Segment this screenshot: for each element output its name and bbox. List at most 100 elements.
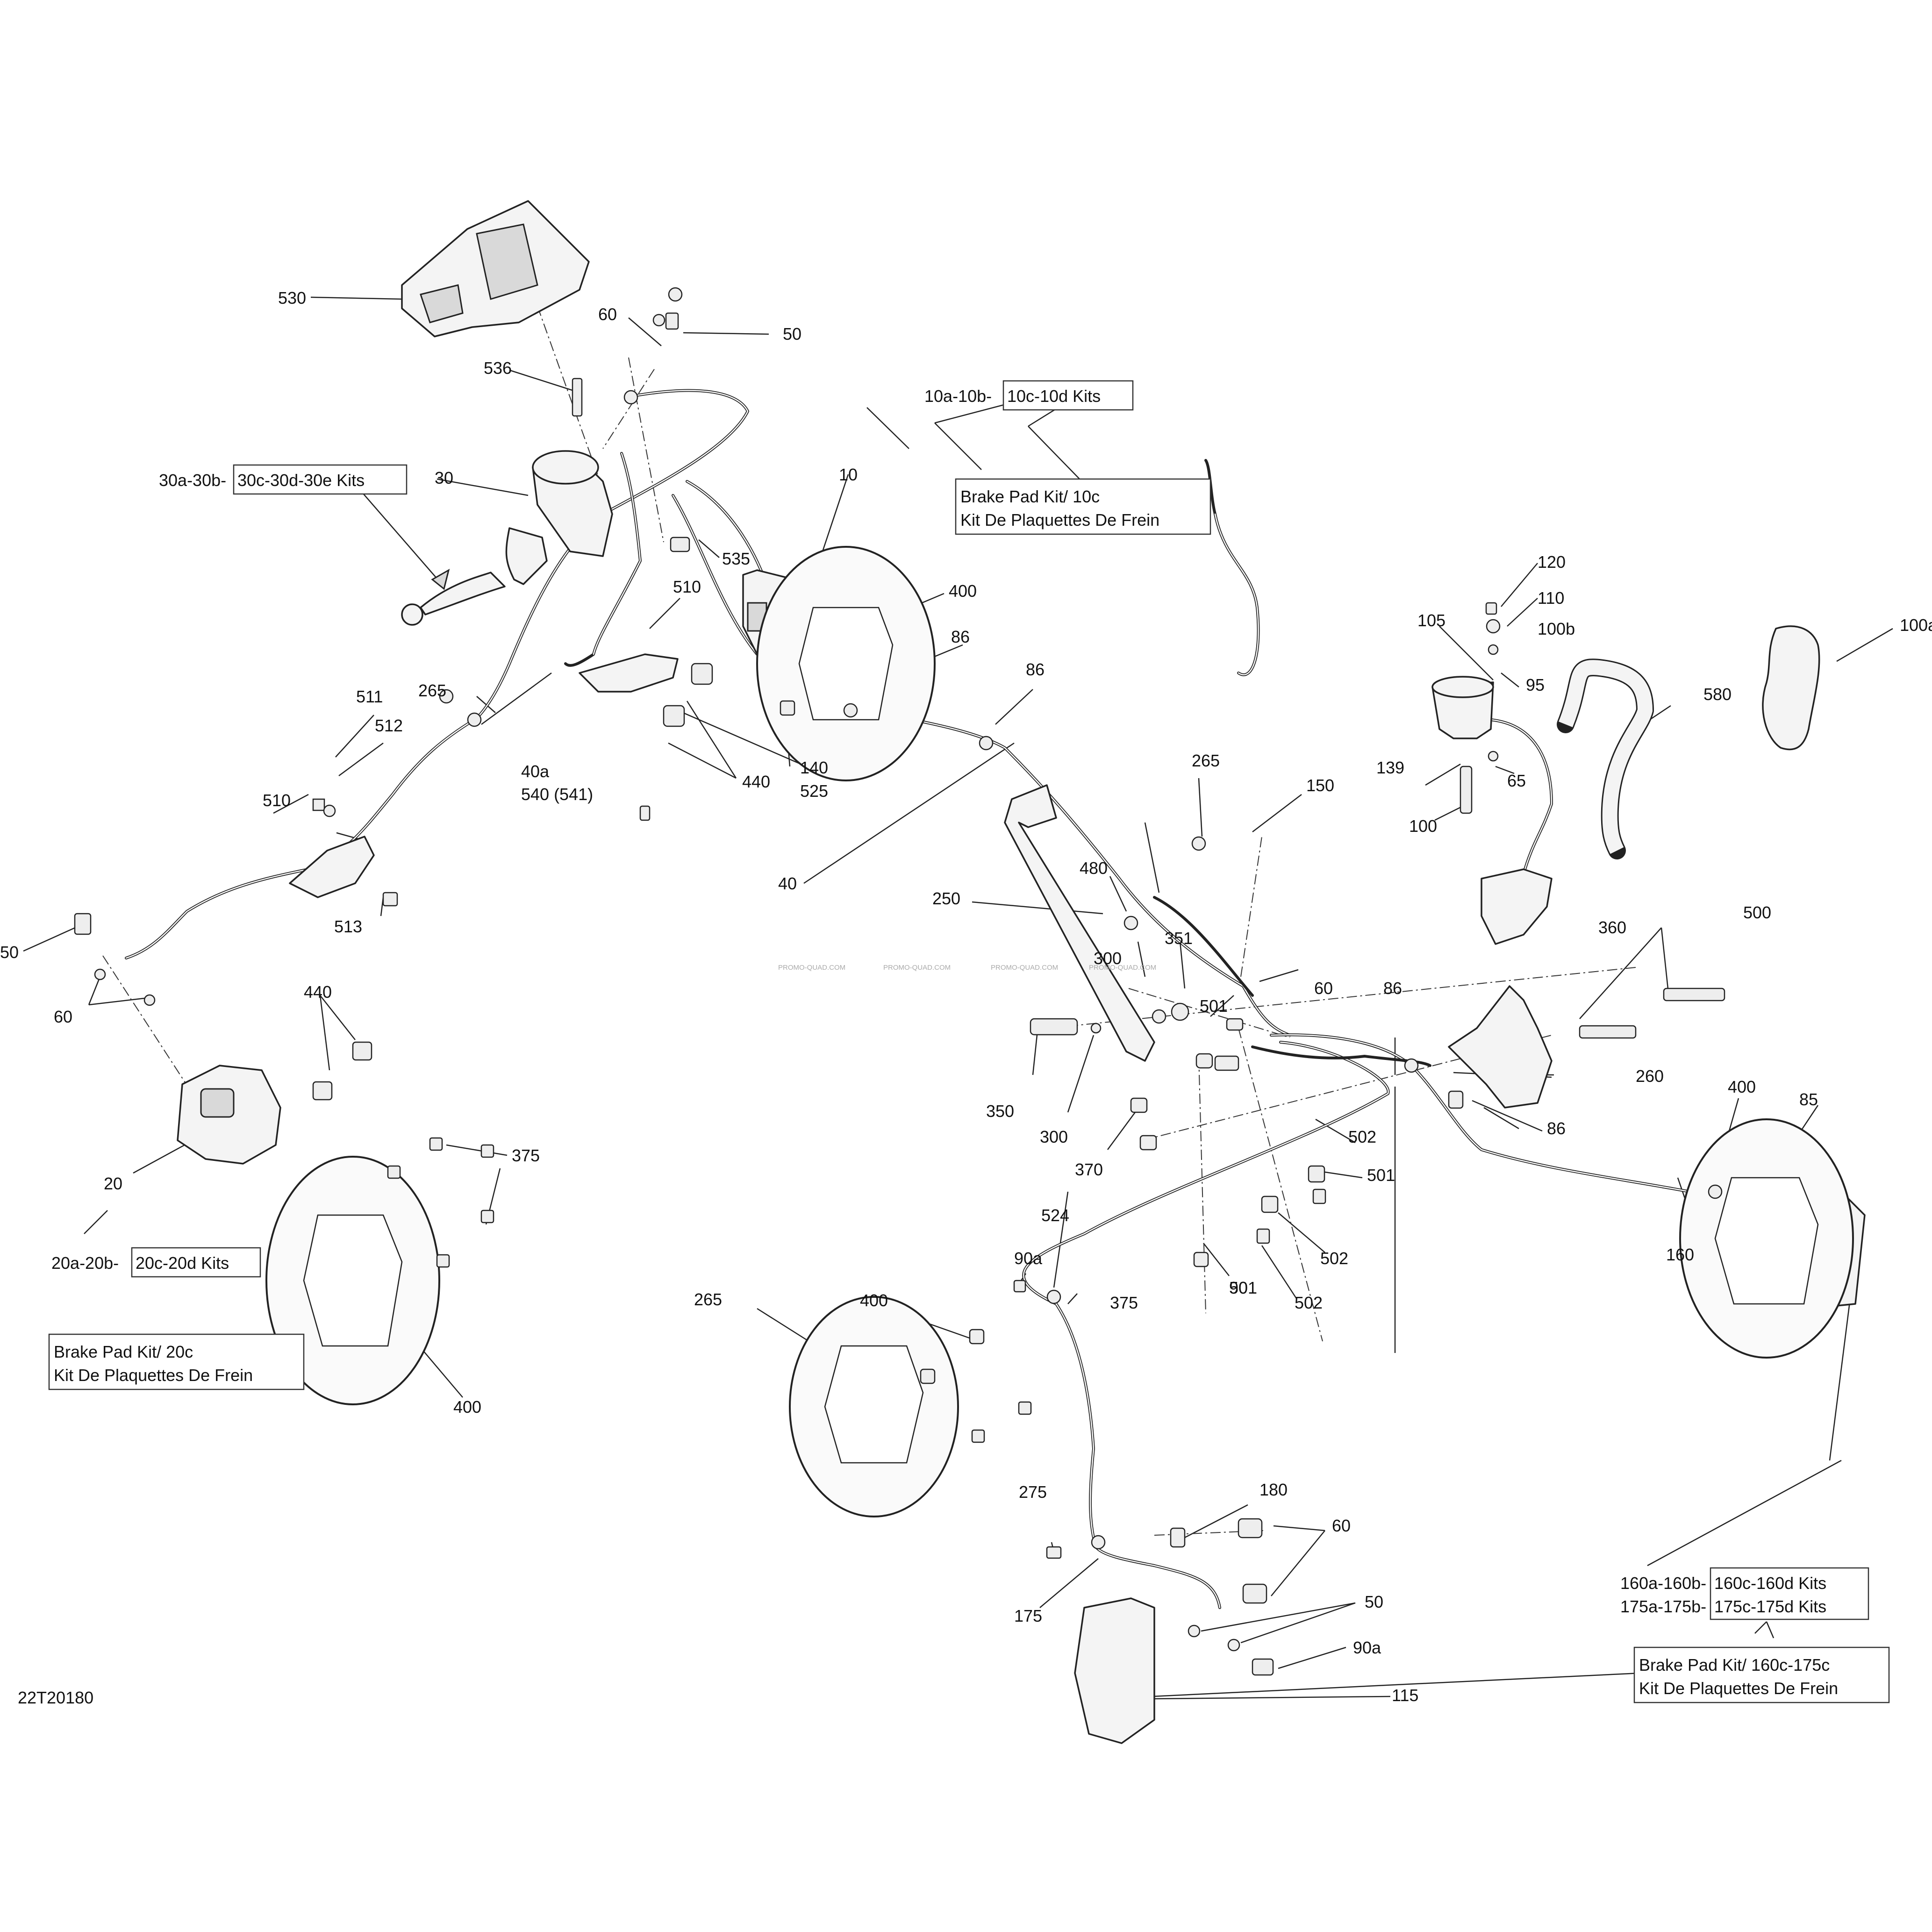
kit-label-20-kits: 20c-20d Kits bbox=[136, 1253, 229, 1273]
bracket-500 bbox=[1448, 985, 1553, 1109]
callout: 501 bbox=[1200, 996, 1228, 1016]
brake-pad-kit-20c: Brake Pad Kit/ 20c Kit De Plaquettes De … bbox=[48, 1333, 305, 1390]
callout: 500 bbox=[1743, 903, 1771, 922]
callout: 90a bbox=[1014, 1249, 1043, 1268]
callout: 300 bbox=[1094, 949, 1122, 968]
callout-numbers: 530 60 50 536 10 30 535 510 400 86 265 5… bbox=[0, 288, 1932, 1705]
watermark-text: PROMO-QUAD.COM bbox=[991, 964, 1058, 972]
kit-box-20: 20a-20b- 20c-20d Kits bbox=[51, 1247, 261, 1278]
callout: 95 bbox=[1526, 675, 1545, 694]
callout: 120 bbox=[1538, 552, 1566, 572]
callout: 375 bbox=[512, 1146, 540, 1165]
callout: 60 bbox=[598, 305, 617, 324]
callout: 50 bbox=[0, 943, 19, 962]
callout: 265 bbox=[1192, 751, 1220, 770]
callout: 60 bbox=[1332, 1516, 1351, 1535]
callout: 150 bbox=[1306, 776, 1334, 795]
callout: 400 bbox=[453, 1397, 481, 1417]
brake-disc-front-right bbox=[756, 546, 936, 781]
callout: 250 bbox=[932, 889, 960, 908]
master-cylinder-30 bbox=[401, 450, 613, 626]
callout: 86 bbox=[951, 627, 970, 646]
callout: 351 bbox=[1165, 929, 1193, 948]
boot-580 bbox=[1762, 625, 1820, 751]
reservoir-100a bbox=[1431, 676, 1494, 739]
callout: 400 bbox=[1728, 1077, 1756, 1096]
callout: 160 bbox=[1666, 1245, 1694, 1264]
callout: 65 bbox=[1507, 771, 1526, 790]
callout: 265 bbox=[694, 1290, 722, 1309]
brake-disc-front-left bbox=[265, 1156, 440, 1405]
diagram-code: 22T20180 bbox=[18, 1688, 93, 1707]
callout: 100 bbox=[1409, 816, 1437, 836]
callout: 300 bbox=[1040, 1127, 1068, 1146]
hardware bbox=[74, 287, 1725, 1676]
callout: 400 bbox=[949, 581, 977, 601]
kit-box-160-175: 160a-160b- 160c-160d Kits 175a-175b- 175… bbox=[1620, 1567, 1869, 1620]
kit-label-20-prefix: 20a-20b- bbox=[51, 1253, 119, 1273]
callout: 440 bbox=[742, 772, 770, 791]
brake-pad-kit-10c-line1: Brake Pad Kit/ 10c bbox=[960, 487, 1100, 506]
callout: 375 bbox=[1110, 1293, 1138, 1312]
bracket-530 bbox=[401, 200, 590, 337]
kit-label-175-prefix: 175a-175b- bbox=[1620, 1597, 1706, 1616]
callout: 20 bbox=[104, 1174, 122, 1193]
callout: 60 bbox=[1314, 979, 1333, 998]
callout: 530 bbox=[278, 288, 306, 308]
brake-pad-kit-20c-line1: Brake Pad Kit/ 20c bbox=[54, 1342, 193, 1361]
kit-label-30-prefix: 30a-30b- bbox=[159, 471, 226, 490]
callout: 580 bbox=[1703, 685, 1732, 704]
callout: 90a bbox=[1353, 1638, 1381, 1657]
kit-box-30: 30a-30b- 30c-30d-30e Kits bbox=[159, 464, 408, 495]
callout: 480 bbox=[1080, 859, 1108, 878]
brake-pad-kit-160c: Brake Pad Kit/ 160c-175c Kit De Plaquett… bbox=[1633, 1646, 1890, 1703]
callout: 535 bbox=[722, 549, 750, 568]
callout: 350 bbox=[986, 1102, 1014, 1121]
watermark: PROMO-QUAD.COM PROMO-QUAD.COM PROMO-QUAD… bbox=[778, 964, 1156, 972]
callout: 400 bbox=[860, 1291, 888, 1310]
brake-disc-rear-right bbox=[1679, 1118, 1854, 1359]
kit-box-10: 10a-10b- 10c-10d Kits bbox=[924, 380, 1134, 411]
callout: 86 bbox=[1383, 979, 1402, 998]
master-cylinder-100 bbox=[1481, 868, 1553, 945]
callout: 265 bbox=[418, 681, 446, 700]
brake-disc-rear-left bbox=[789, 1296, 959, 1517]
callout: 60 bbox=[54, 1007, 72, 1026]
kit-label-10-prefix: 10a-10b- bbox=[924, 386, 992, 406]
brake-pad-kit-20c-line2: Kit De Plaquettes De Frein bbox=[54, 1366, 253, 1385]
callout: 510 bbox=[673, 577, 701, 596]
brake-pad-kit-160c-line1: Brake Pad Kit/ 160c-175c bbox=[1639, 1655, 1830, 1674]
kit-label-160-kits: 160c-160d Kits bbox=[1714, 1574, 1826, 1593]
callout: 440 bbox=[304, 982, 332, 1002]
callout: 360 bbox=[1598, 918, 1626, 937]
callout: 110 bbox=[1538, 588, 1564, 608]
kit-label-10-kits: 10c-10d Kits bbox=[1007, 386, 1101, 406]
kit-label-160-prefix: 160a-160b- bbox=[1620, 1574, 1706, 1593]
bracket-510-upper bbox=[579, 653, 679, 693]
bracket-510-left bbox=[289, 836, 375, 898]
callout: 86 bbox=[1547, 1119, 1566, 1138]
caliper-20 bbox=[177, 1065, 281, 1165]
callout: 525 bbox=[800, 781, 828, 801]
watermark-text: PROMO-QUAD.COM bbox=[778, 964, 845, 972]
callout: 275 bbox=[1019, 1482, 1047, 1502]
brake-pad-kit-160c-line2: Kit De Plaquettes De Frein bbox=[1639, 1679, 1838, 1698]
callout: 139 bbox=[1376, 758, 1404, 777]
callout: 180 bbox=[1259, 1480, 1288, 1499]
brake-pad-kit-10c: Brake Pad Kit/ 10c Kit De Plaquettes De … bbox=[955, 478, 1211, 535]
callout: 140 bbox=[800, 758, 828, 777]
callout: 85 bbox=[1799, 1090, 1818, 1109]
callout: 100a bbox=[1900, 615, 1932, 635]
callout: 501 bbox=[1229, 1278, 1257, 1297]
callout: 502 bbox=[1295, 1293, 1323, 1312]
callout: 512 bbox=[375, 716, 403, 735]
callout: 105 bbox=[1417, 611, 1445, 630]
callout: 50 bbox=[1365, 1592, 1383, 1611]
kit-label-175-kits: 175c-175d Kits bbox=[1714, 1597, 1826, 1616]
callout: 86 bbox=[1026, 660, 1045, 679]
caliper-175 bbox=[1074, 1597, 1155, 1744]
callout: 502 bbox=[1348, 1127, 1376, 1146]
callout: 540 (541) bbox=[521, 785, 593, 804]
callout: 90 bbox=[1229, 1278, 1248, 1297]
